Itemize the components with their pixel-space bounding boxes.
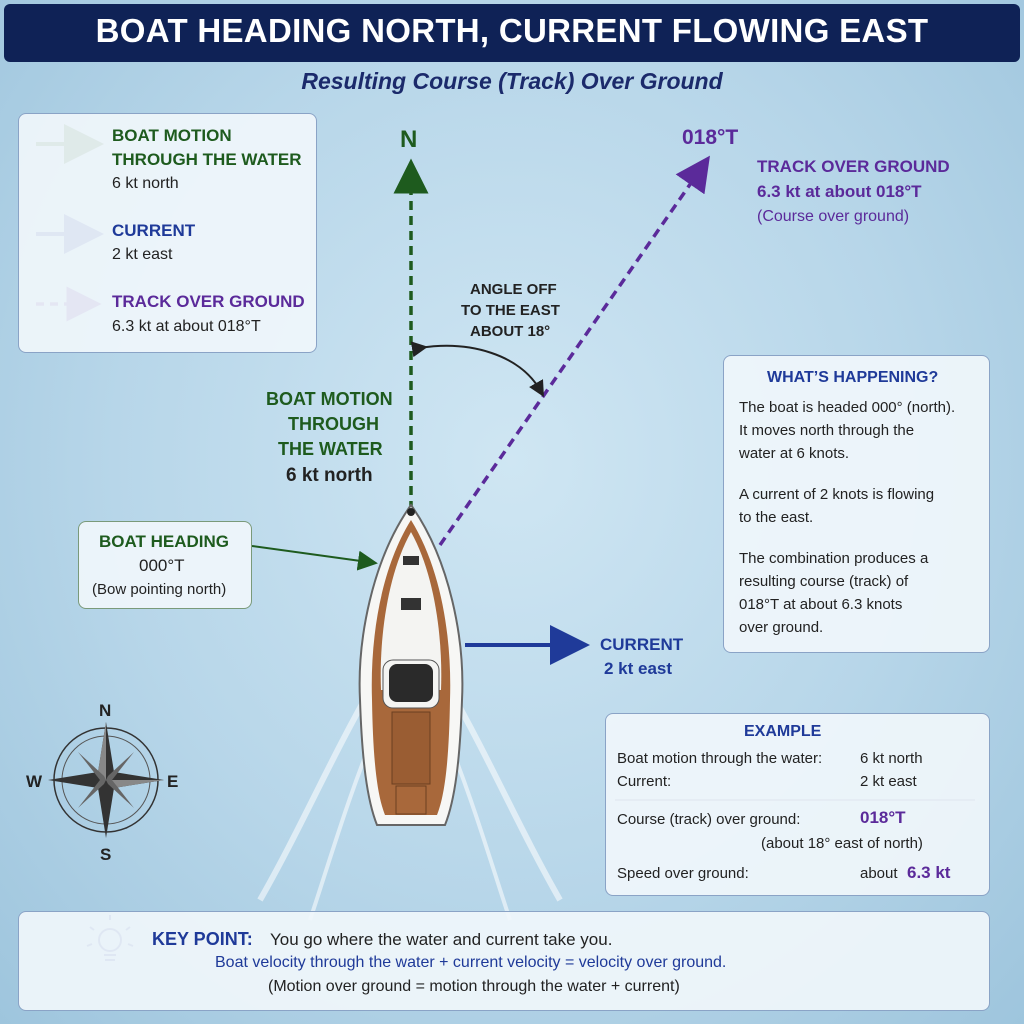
- example-boat-value: 6 kt north: [860, 750, 923, 767]
- example-panel: [605, 713, 990, 896]
- legend-current-label: CURRENT: [112, 221, 196, 240]
- boat-motion-label-2: THROUGH: [288, 414, 379, 434]
- whats-happening-panel: [723, 355, 990, 653]
- current-value: 2 kt east: [604, 659, 673, 678]
- heading-title: BOAT HEADING: [99, 532, 230, 551]
- whats-happening-line: over ground.: [739, 619, 824, 636]
- angle-label-3: ABOUT 18°: [470, 323, 551, 340]
- example-current-label: Current:: [617, 773, 672, 790]
- heading-box: [78, 521, 252, 609]
- heading-value: 000°T: [139, 556, 185, 575]
- legend-track-value: 6.3 kt at about 018°T: [112, 318, 261, 335]
- example-speed-label: Speed over ground:: [617, 865, 749, 882]
- whats-happening-line: 018°T at about 6.3 knots: [739, 596, 903, 613]
- compass-w: W: [26, 772, 43, 791]
- page-title: BOAT HEADING NORTH, CURRENT FLOWING EAST: [95, 12, 929, 49]
- legend-boat-label-1: BOAT MOTION: [112, 126, 232, 145]
- key-point-panel: [18, 911, 990, 1011]
- legend-boat-value: 6 kt north: [112, 175, 179, 192]
- whats-happening-line: The boat is headed 000° (north).: [739, 399, 956, 416]
- legend-current-value: 2 kt east: [112, 246, 173, 263]
- legend-panel: [18, 113, 317, 353]
- whats-happening-title: WHAT’S HAPPENING?: [767, 369, 939, 386]
- whats-happening-line: It moves north through the: [739, 422, 915, 439]
- track-label-title: TRACK OVER GROUND: [757, 157, 950, 176]
- example-course-note: (about 18° east of north): [761, 835, 923, 852]
- track-bearing-label: 018°T: [682, 126, 739, 149]
- compass-e: E: [167, 772, 179, 791]
- boat-motion-label-3: THE WATER: [278, 439, 383, 459]
- page-subtitle: Resulting Course (Track) Over Ground: [301, 68, 723, 94]
- angle-label-1: ANGLE OFF: [470, 281, 557, 298]
- legend-boat-label-2: THROUGH THE WATER: [112, 150, 302, 169]
- track-label-note: (Course over ground): [757, 208, 910, 225]
- compass-n: N: [99, 701, 112, 720]
- whats-happening-line: resulting course (track) of: [739, 573, 909, 590]
- key-point-label: KEY POINT:: [152, 929, 253, 949]
- compass-rose: [48, 722, 164, 838]
- example-course-label: Course (track) over ground:: [617, 811, 801, 828]
- track-label-value: 6.3 kt at about 018°T: [757, 182, 922, 201]
- whats-happening-line: The combination produces a: [739, 550, 929, 567]
- compass-s: S: [100, 845, 112, 864]
- example-boat-label: Boat motion through the water:: [617, 750, 823, 767]
- boat-motion-value: 6 kt north: [286, 465, 373, 486]
- legend-track-label: TRACK OVER GROUND: [112, 292, 305, 311]
- sailboat: [358, 503, 464, 826]
- track-over-ground-arrow: [438, 155, 710, 546]
- boat-motion-label-1: BOAT MOTION: [266, 389, 393, 409]
- north-label: N: [400, 126, 418, 153]
- example-speed-prefix: about: [860, 865, 898, 882]
- example-speed-value: 6.3 kt: [907, 863, 951, 882]
- example-title: EXAMPLE: [744, 723, 822, 740]
- whats-happening-line: to the east.: [739, 509, 814, 526]
- current-title: CURRENT: [600, 635, 684, 654]
- example-course-value: 018°T: [860, 808, 906, 827]
- key-point-formula: Boat velocity through the water + curren…: [215, 954, 727, 971]
- heading-pointer-line: [251, 545, 378, 571]
- heading-note: (Bow pointing north): [92, 581, 227, 598]
- key-point-text: You go where the water and current take …: [270, 930, 613, 949]
- whats-happening-line: A current of 2 knots is flowing: [739, 486, 935, 503]
- angle-label-2: TO THE EAST: [461, 302, 560, 319]
- example-current-value: 2 kt east: [860, 773, 917, 790]
- key-point-note: (Motion over ground = motion through the…: [268, 978, 680, 995]
- angle-arc: [410, 341, 544, 397]
- title-bar: [4, 4, 1020, 62]
- whats-happening-line: water at 6 knots.: [739, 445, 850, 462]
